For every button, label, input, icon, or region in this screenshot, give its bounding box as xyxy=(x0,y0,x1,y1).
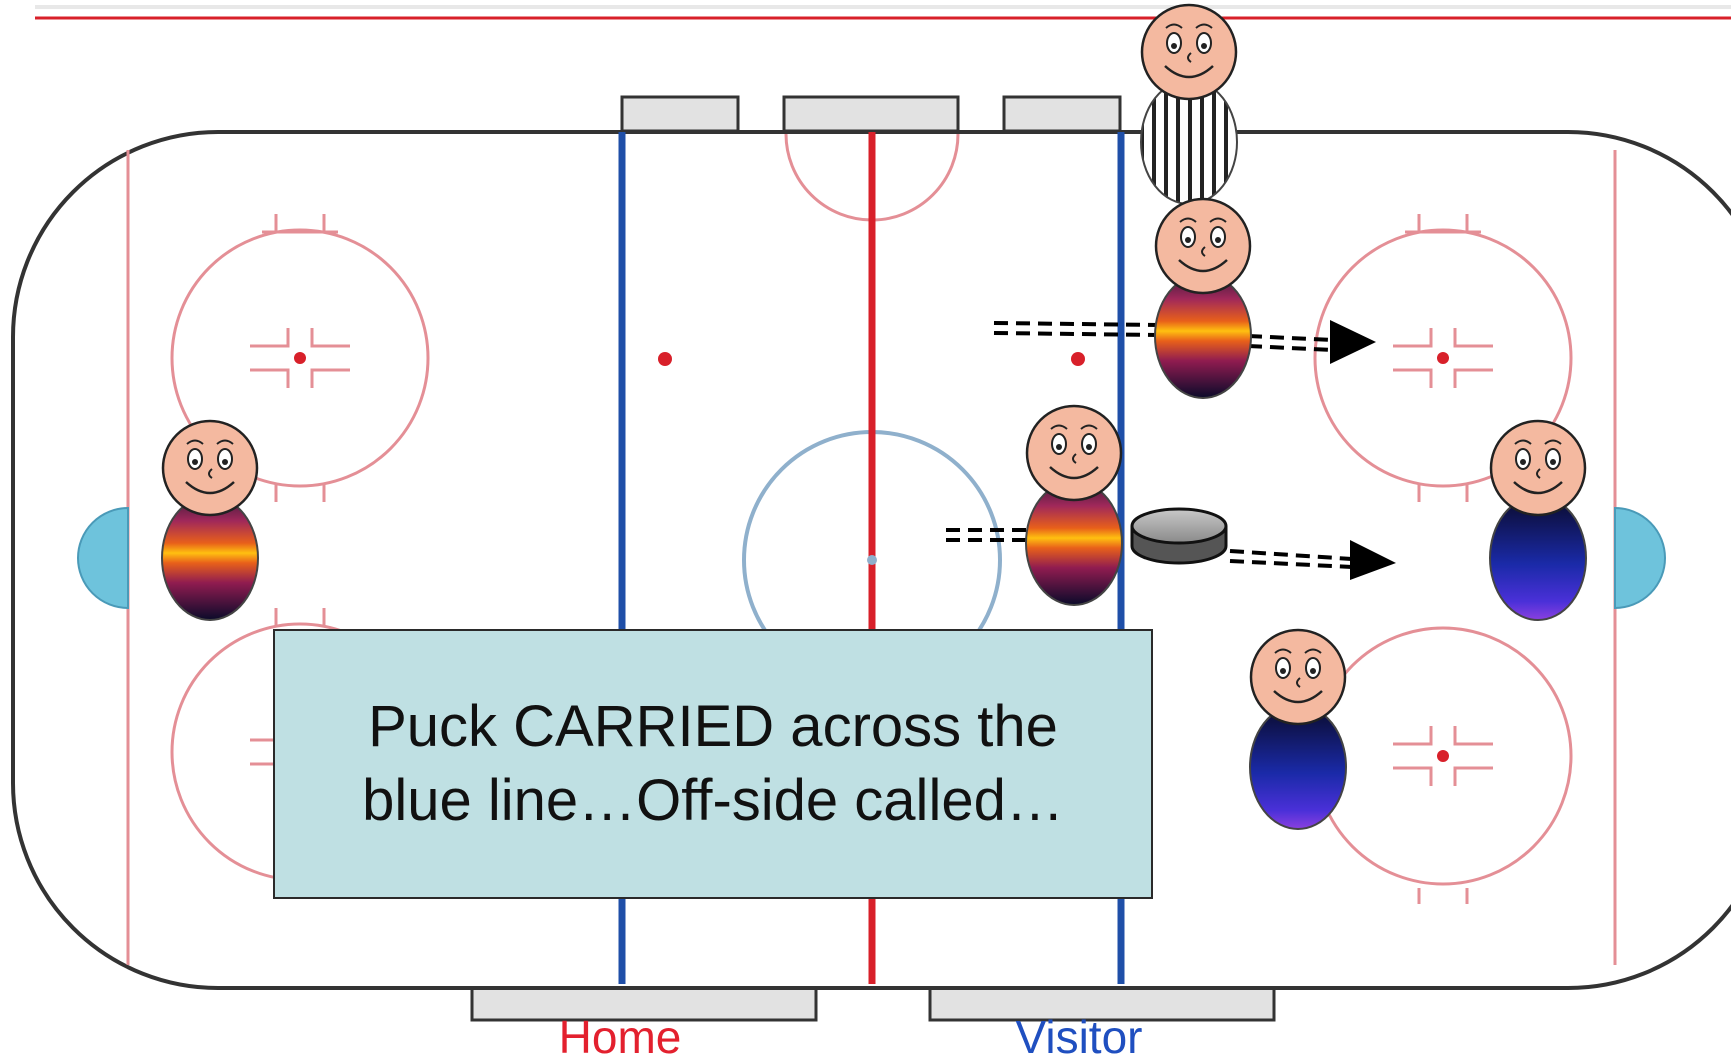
penalty-box-left xyxy=(620,95,740,133)
smile xyxy=(1178,259,1228,273)
head xyxy=(1154,197,1252,295)
smile xyxy=(185,481,235,495)
home-label: Home xyxy=(559,1011,682,1062)
faceoff-circle-visitor-top xyxy=(1313,228,1573,488)
head xyxy=(1249,628,1347,726)
visitor-defender-figure xyxy=(1249,628,1347,830)
home-player-offside-figure xyxy=(1154,197,1252,399)
eyebrow xyxy=(1544,439,1562,445)
caption-line-2: blue line…Off-side called… xyxy=(362,768,1064,833)
visitor-crease xyxy=(1614,506,1666,610)
visitor-label: Visitor xyxy=(1016,1011,1143,1062)
top-benches xyxy=(620,95,1122,133)
eyebrow xyxy=(186,439,204,445)
eyebrow xyxy=(1209,217,1227,223)
pupil xyxy=(222,459,228,465)
pupil xyxy=(1310,668,1316,674)
pupil xyxy=(1520,459,1526,465)
eyebrow xyxy=(1304,648,1322,654)
center-spot xyxy=(867,555,877,565)
officials-box xyxy=(782,95,960,133)
arrow-icon xyxy=(1350,540,1396,580)
faceoff-circle-home-top xyxy=(170,228,430,488)
nose xyxy=(208,468,213,479)
spot-visitor-top xyxy=(1393,328,1493,388)
nose xyxy=(1296,677,1301,688)
pupil xyxy=(1280,668,1286,674)
pupil xyxy=(1171,43,1177,49)
caption-line-1: Puck CARRIED across the xyxy=(368,694,1058,759)
eyebrow xyxy=(1050,424,1068,430)
home-goalie-figure xyxy=(161,419,259,621)
carrier-arrow xyxy=(946,528,1353,569)
neutral-spot-home xyxy=(658,352,672,366)
nose xyxy=(1187,52,1192,63)
head xyxy=(161,419,259,517)
eyebrow xyxy=(1179,217,1197,223)
spot-home-top xyxy=(250,328,350,388)
puck-icon xyxy=(1130,507,1228,565)
arrow-icon xyxy=(1330,320,1376,364)
pupil xyxy=(192,459,198,465)
penalty-box-right xyxy=(1002,95,1122,133)
pupil xyxy=(1056,444,1062,450)
head xyxy=(1489,419,1587,517)
eyebrow xyxy=(1514,439,1532,445)
home-player-carrier-figure xyxy=(1025,404,1123,606)
offside-arrow xyxy=(993,321,1333,352)
smile xyxy=(1049,466,1099,480)
referee-figure xyxy=(1140,3,1238,205)
smile xyxy=(1273,690,1323,704)
eyebrow xyxy=(1165,23,1183,29)
eyebrow xyxy=(1080,424,1098,430)
eyebrow xyxy=(1195,23,1213,29)
pupil xyxy=(1201,43,1207,49)
nose xyxy=(1072,453,1077,464)
eyebrow xyxy=(216,439,234,445)
smile xyxy=(1513,481,1563,495)
spot-visitor-bottom xyxy=(1393,726,1493,786)
head xyxy=(1025,404,1123,502)
head xyxy=(1140,3,1238,101)
pupil xyxy=(1185,237,1191,243)
visitor-goalie-figure xyxy=(1489,419,1587,621)
pupil xyxy=(1215,237,1221,243)
hash-marks xyxy=(262,214,1481,904)
nose xyxy=(1536,468,1541,479)
smile xyxy=(1164,65,1214,79)
nose xyxy=(1201,246,1206,257)
pupil xyxy=(1550,459,1556,465)
home-crease xyxy=(77,506,129,610)
neutral-spot-visitor xyxy=(1071,352,1085,366)
caption-box: Puck CARRIED across the blue line…Off-si… xyxy=(273,629,1153,899)
eyebrow xyxy=(1274,648,1292,654)
pupil xyxy=(1086,444,1092,450)
